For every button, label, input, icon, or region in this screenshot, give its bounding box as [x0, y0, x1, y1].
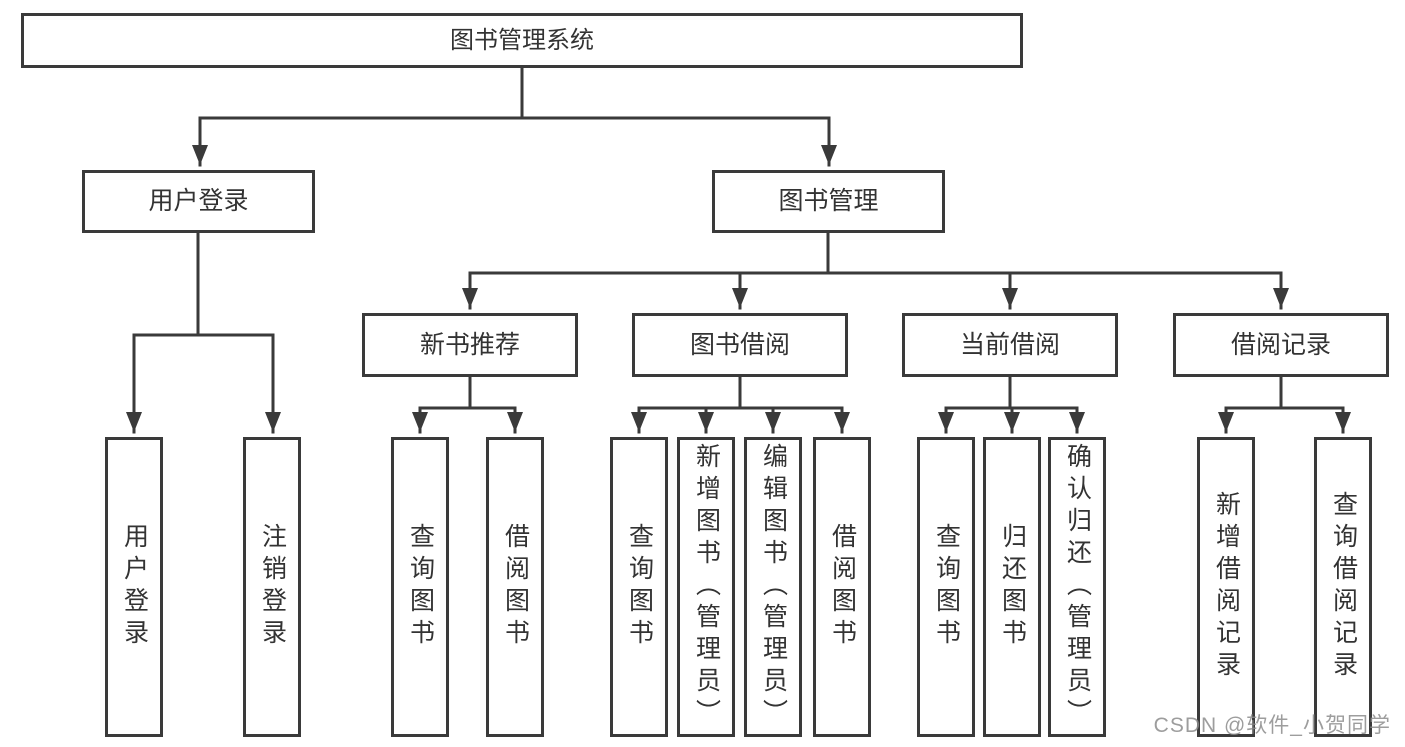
leaf-logout: 注销登录	[243, 437, 301, 737]
node-book-borrow-label: 图书借阅	[689, 330, 790, 359]
node-book-management-label: 图书管理	[778, 187, 879, 215]
node-root: 图书管理系统	[21, 13, 1023, 68]
leaf-borrow-books: 借阅图书	[813, 437, 871, 737]
node-user-login-label: 用户登录	[148, 187, 249, 215]
leaf-add-books-admin: 新增图书（管理员）	[677, 437, 735, 737]
leaf-user-login: 用户登录	[105, 437, 163, 737]
node-new-book-recommend-label: 新书推荐	[419, 330, 520, 359]
node-book-management: 图书管理	[712, 170, 945, 233]
leaf-add-books-admin-label: 新增图书（管理员）	[692, 443, 721, 731]
node-user-login: 用户登录	[82, 170, 315, 233]
leaf-add-borrow-record: 新增借阅记录	[1197, 437, 1255, 737]
leaf-add-borrow-record-label: 新增借阅记录	[1212, 491, 1241, 683]
node-new-book-recommend: 新书推荐	[362, 313, 578, 377]
node-borrow-records-label: 借阅记录	[1230, 330, 1331, 359]
leaf-query-books-borrow: 查询图书	[610, 437, 668, 737]
leaf-query-books-current-label: 查询图书	[932, 523, 961, 651]
connector-borrow-records-bar	[1224, 375, 1345, 410]
leaf-confirm-return-admin: 确认归还（管理员）	[1048, 437, 1106, 737]
leaf-borrow-books-label: 借阅图书	[828, 523, 857, 651]
connector-user-login-bar	[132, 231, 275, 337]
leaf-logout-label: 注销登录	[258, 523, 287, 651]
node-borrow-records: 借阅记录	[1173, 313, 1389, 377]
connector-book-borrow-bar	[637, 375, 844, 410]
leaf-confirm-return-admin-label: 确认归还（管理员）	[1063, 443, 1092, 731]
watermark: CSDN @软件_小贺同学	[1153, 714, 1391, 737]
leaf-borrow-books-recommend-label: 借阅图书	[501, 523, 530, 651]
node-root-label: 图书管理系统	[450, 26, 594, 54]
leaf-query-books-recommend: 查询图书	[391, 437, 449, 737]
connector-new-book-bar	[418, 375, 517, 410]
leaf-user-login-label: 用户登录	[120, 523, 149, 651]
node-current-borrow: 当前借阅	[902, 313, 1118, 377]
leaf-query-borrow-record-label: 查询借阅记录	[1329, 491, 1358, 683]
leaf-query-books-borrow-label: 查询图书	[625, 523, 654, 651]
connector-root-trunk	[198, 66, 831, 120]
leaf-query-books-recommend-label: 查询图书	[406, 523, 435, 651]
leaf-query-borrow-record: 查询借阅记录	[1314, 437, 1372, 737]
leaf-return-books-label: 归还图书	[998, 523, 1027, 651]
connector-current-borrow-bar	[944, 375, 1079, 410]
leaf-query-books-current: 查询图书	[917, 437, 975, 737]
connector-book-management-bar	[468, 231, 1283, 275]
leaf-return-books: 归还图书	[983, 437, 1041, 737]
leaf-borrow-books-recommend: 借阅图书	[486, 437, 544, 737]
node-current-borrow-label: 当前借阅	[959, 330, 1060, 359]
node-book-borrow: 图书借阅	[632, 313, 848, 377]
leaf-edit-books-admin: 编辑图书（管理员）	[744, 437, 802, 737]
leaf-edit-books-admin-label: 编辑图书（管理员）	[759, 443, 788, 731]
